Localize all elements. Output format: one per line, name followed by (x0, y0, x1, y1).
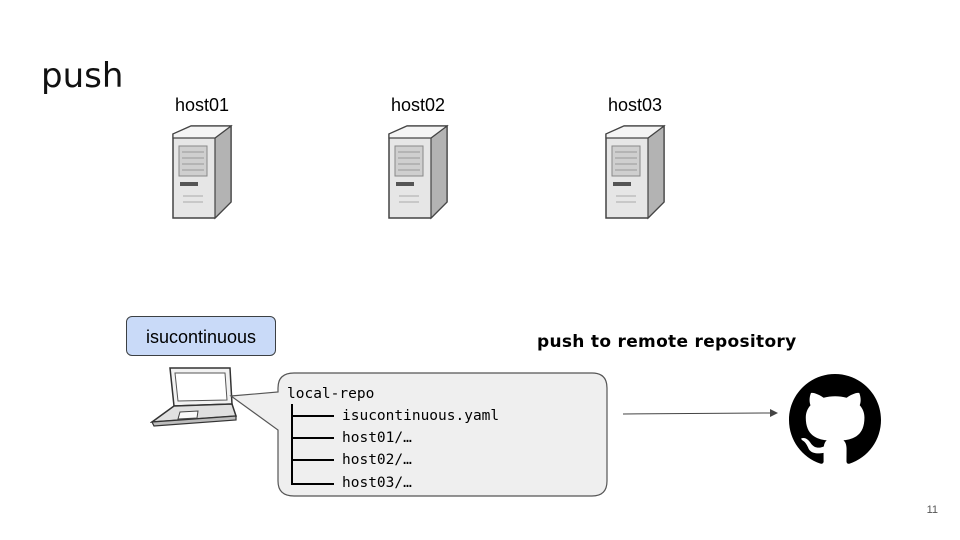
repo-item: isucontinuous.yaml (342, 408, 500, 424)
push-caption: push to remote repository (537, 332, 797, 352)
repo-item: host03/… (342, 475, 412, 491)
host-label-host02: host02 (390, 95, 446, 115)
repo-item: host01/… (342, 430, 412, 446)
server-icon (388, 124, 449, 220)
slide-title: push (41, 56, 124, 96)
tree-connector-lines (291, 404, 334, 485)
github-icon (789, 374, 881, 464)
push-arrow (622, 409, 778, 417)
host-label-host03: host03 (607, 95, 663, 115)
server-icon (605, 124, 666, 220)
server-icon (172, 124, 233, 220)
host-label-host01: host01 (174, 95, 230, 115)
repo-root-label: local-repo (287, 386, 375, 402)
repo-callout-bubble (229, 372, 608, 497)
page-number: 11 (926, 504, 938, 516)
laptop-icon (150, 367, 238, 427)
tool-name-box: isucontinuous (126, 316, 276, 356)
repo-item: host02/… (342, 452, 412, 468)
